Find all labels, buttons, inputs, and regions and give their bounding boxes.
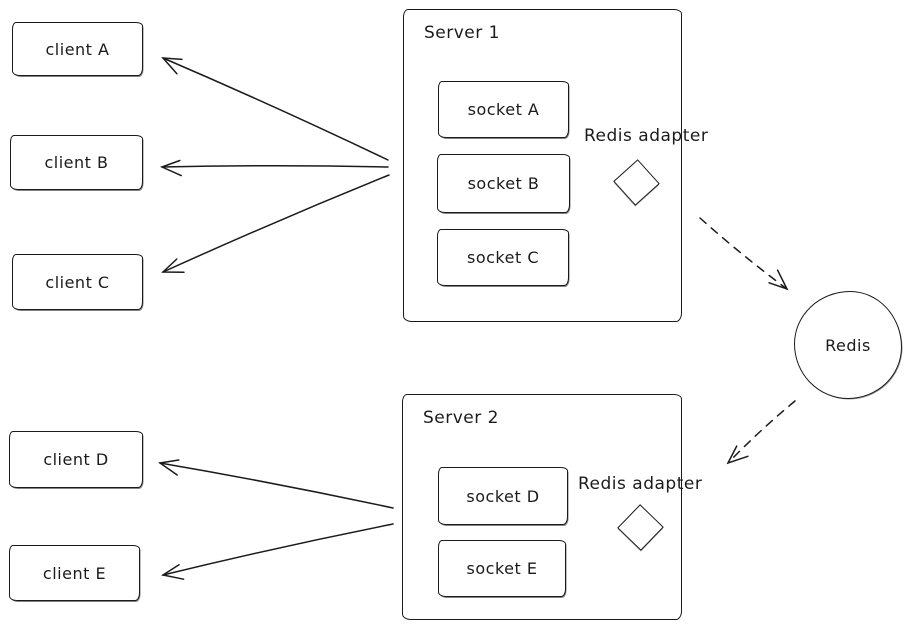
redis-node: Redis (794, 291, 902, 399)
client-b-label: client B (44, 153, 109, 172)
socket-c-box: socket C (437, 229, 569, 286)
arrow-server2-to-client-e (161, 523, 394, 580)
arrow-server1-to-client-b (160, 159, 389, 177)
arrow-adapter1-to-redis (699, 217, 789, 291)
socket-b-box: socket B (437, 154, 570, 213)
arrow-server1-to-client-c (161, 174, 390, 274)
client-c-box: client C (12, 254, 143, 310)
arrow-server1-to-client-a (161, 57, 389, 161)
server-1-title: Server 1 (424, 23, 500, 43)
client-b-box: client B (10, 135, 143, 190)
client-c-label: client C (45, 272, 110, 292)
socket-a-label: socket A (467, 100, 540, 119)
redis-adapter-2-label: Redis adapter (578, 474, 703, 494)
arrow-server2-to-client-d (158, 459, 394, 509)
socket-e-box: socket E (438, 540, 566, 597)
arrow-redis-to-adapter2 (726, 400, 796, 465)
redis-label: Redis (825, 335, 871, 355)
client-d-label: client D (43, 450, 109, 469)
socket-b-label: socket B (467, 174, 540, 193)
client-a-box: client A (12, 22, 143, 76)
client-d-box: client D (9, 431, 143, 488)
client-e-label: client E (42, 563, 107, 583)
client-e-box: client E (9, 545, 140, 601)
socket-e-label: socket E (466, 559, 538, 578)
server-2-box: Server 2 socket D socket E (402, 394, 682, 620)
socket-c-label: socket C (467, 248, 539, 267)
redis-adapter-1-label: Redis adapter (584, 126, 709, 146)
socket-a-box: socket A (438, 81, 569, 138)
socket-d-label: socket D (466, 486, 540, 506)
server-2-title: Server 2 (423, 408, 499, 428)
socket-d-box: socket D (438, 467, 568, 525)
client-a-label: client A (45, 39, 110, 59)
